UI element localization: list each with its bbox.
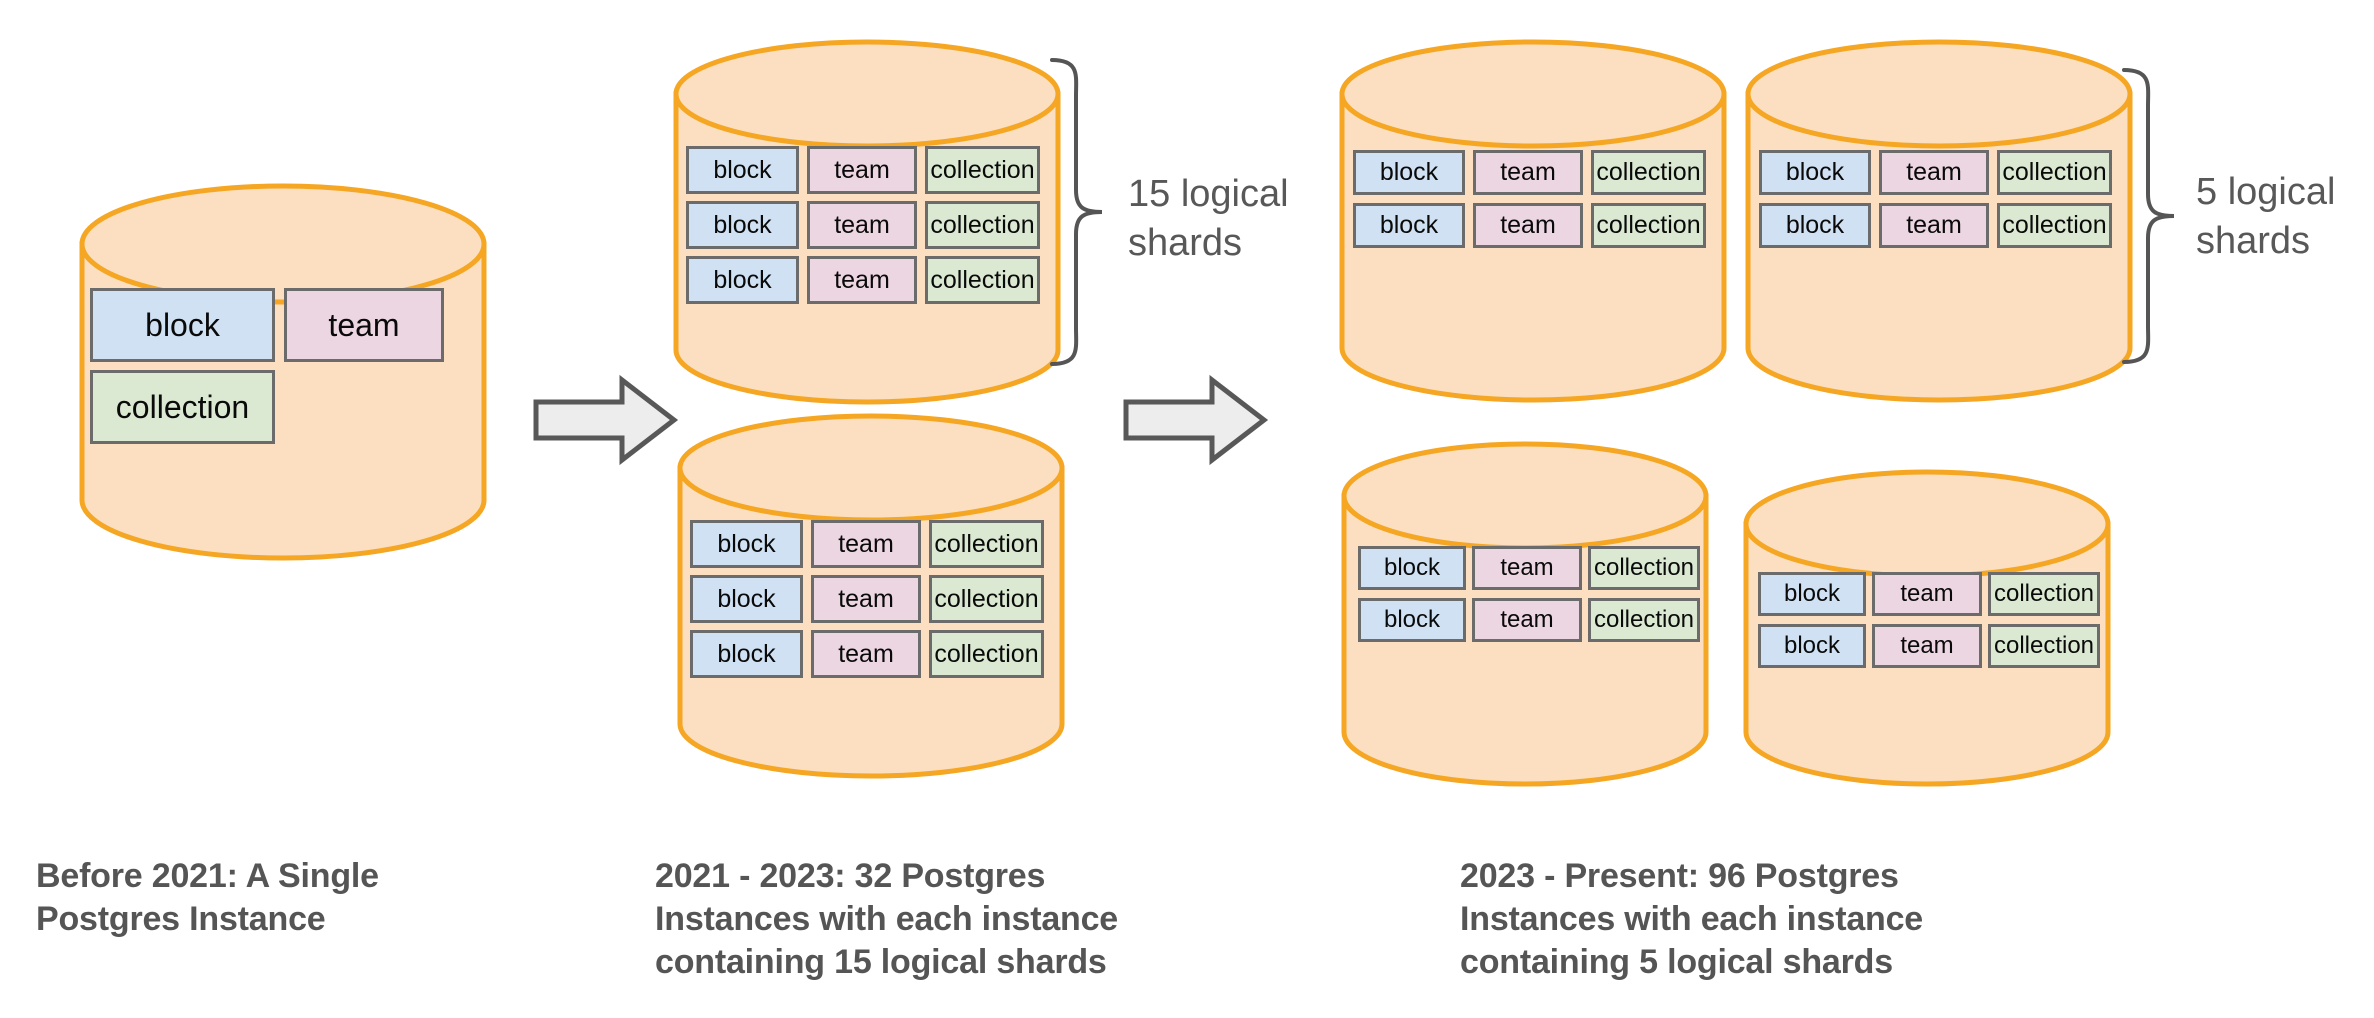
arrow-right-icon: [1123, 374, 1269, 466]
shard-team[interactable]: team: [807, 256, 917, 304]
shard-team[interactable]: team: [807, 201, 917, 249]
stage2-annotation-label: 15 logical shards: [1128, 173, 1289, 264]
shard-block[interactable]: block: [1759, 203, 1871, 248]
cylinder-top-ellipse: [1743, 469, 2111, 579]
shard-team[interactable]: team: [1473, 203, 1583, 248]
shard-collection[interactable]: collection: [925, 146, 1040, 194]
shard-team[interactable]: team: [811, 575, 921, 623]
shard-block[interactable]: block: [690, 630, 803, 678]
shard-block[interactable]: block: [1358, 546, 1466, 590]
curly-brace-icon: [2122, 68, 2175, 364]
stage3-shard-grid-2: block team collection block team collect…: [1759, 150, 2112, 248]
shard-collection[interactable]: collection: [929, 520, 1044, 568]
shard-team[interactable]: team: [811, 520, 921, 568]
shard-block[interactable]: block: [1353, 150, 1465, 195]
shard-collection[interactable]: collection: [90, 370, 275, 444]
stage2-caption: 2021 - 2023: 32 Postgres Instances with …: [655, 857, 1119, 981]
shard-collection[interactable]: collection: [925, 201, 1040, 249]
stage1-shard-grid: block team collection: [90, 288, 444, 444]
shard-collection[interactable]: collection: [929, 630, 1044, 678]
shard-collection[interactable]: collection: [1591, 203, 1706, 248]
stage3-caption: 2023 - Present: 96 Postgres Instances wi…: [1460, 857, 1924, 981]
stage3-shard-grid-3: block team collection block team collect…: [1358, 546, 1700, 642]
shard-row: block team collection: [1759, 150, 2112, 195]
shard-row: block team collection: [690, 630, 1044, 678]
shard-team[interactable]: team: [1872, 624, 1982, 668]
stage3-shard-grid-4: block team collection block team collect…: [1758, 572, 2100, 668]
arrow-stage2-to-stage3: [1120, 370, 1270, 470]
shard-collection[interactable]: collection: [1988, 624, 2100, 668]
stage2-brace: [1046, 56, 1116, 368]
shard-row: block team collection: [1758, 624, 2100, 668]
shard-collection[interactable]: collection: [1997, 150, 2112, 195]
cylinder-top-ellipse: [1339, 39, 1727, 149]
shard-row: block team collection: [686, 201, 1040, 249]
shard-block[interactable]: block: [686, 146, 799, 194]
shard-block[interactable]: block: [1353, 203, 1465, 248]
shard-team[interactable]: team: [1472, 598, 1582, 642]
shard-block[interactable]: block: [686, 201, 799, 249]
shard-block[interactable]: block: [686, 256, 799, 304]
arrow-right-icon: [533, 374, 679, 466]
shard-team[interactable]: team: [811, 630, 921, 678]
shard-row: block team collection: [690, 520, 1044, 568]
shard-collection[interactable]: collection: [1997, 203, 2112, 248]
cylinder-top-ellipse: [673, 39, 1061, 149]
stage3-brace: [2118, 66, 2188, 366]
shard-team[interactable]: team: [1473, 150, 1583, 195]
shard-collection[interactable]: collection: [1588, 598, 1700, 642]
shard-row: block team collection: [1353, 150, 1706, 195]
shard-row: block team collection: [1358, 598, 1700, 642]
shard-row: block team collection: [1758, 572, 2100, 616]
shard-team[interactable]: team: [1879, 150, 1989, 195]
cylinder-top-ellipse: [79, 183, 487, 305]
curly-brace-icon: [1050, 58, 1103, 366]
shard-row: block team collection: [686, 256, 1040, 304]
shard-row: collection: [90, 370, 444, 444]
shard-row: block team collection: [690, 575, 1044, 623]
stage3-annotation-label: 5 logical shards: [2196, 171, 2336, 262]
arrow-stage1-to-stage2: [530, 370, 680, 470]
shard-row: block team: [90, 288, 444, 362]
stage3-shard-grid-1: block team collection block team collect…: [1353, 150, 1706, 248]
cylinder-top-ellipse: [1341, 441, 1709, 551]
stage2-shard-grid-1: block team collection block team collect…: [686, 146, 1040, 304]
shard-row: block team collection: [1759, 203, 2112, 248]
cylinder-top-ellipse: [1745, 39, 2133, 149]
shard-block[interactable]: block: [1358, 598, 1466, 642]
stage1-caption: Before 2021: A Single Postgres Instance: [36, 857, 379, 938]
shard-block[interactable]: block: [690, 575, 803, 623]
shard-collection[interactable]: collection: [1588, 546, 1700, 590]
shard-team[interactable]: team: [1879, 203, 1989, 248]
shard-block[interactable]: block: [690, 520, 803, 568]
shard-row: block team collection: [686, 146, 1040, 194]
shard-block[interactable]: block: [1759, 150, 1871, 195]
shard-team[interactable]: team: [1472, 546, 1582, 590]
shard-row: block team collection: [1353, 203, 1706, 248]
shard-block[interactable]: block: [90, 288, 275, 362]
shard-collection[interactable]: collection: [1988, 572, 2100, 616]
shard-block[interactable]: block: [1758, 572, 1866, 616]
shard-row: block team collection: [1358, 546, 1700, 590]
shard-collection[interactable]: collection: [925, 256, 1040, 304]
shard-team[interactable]: team: [284, 288, 444, 362]
shard-team[interactable]: team: [807, 146, 917, 194]
cylinder-top-ellipse: [677, 413, 1065, 523]
shard-block[interactable]: block: [1758, 624, 1866, 668]
shard-collection[interactable]: collection: [929, 575, 1044, 623]
shard-collection[interactable]: collection: [1591, 150, 1706, 195]
stage2-shard-grid-2: block team collection block team collect…: [690, 520, 1044, 678]
shard-team[interactable]: team: [1872, 572, 1982, 616]
